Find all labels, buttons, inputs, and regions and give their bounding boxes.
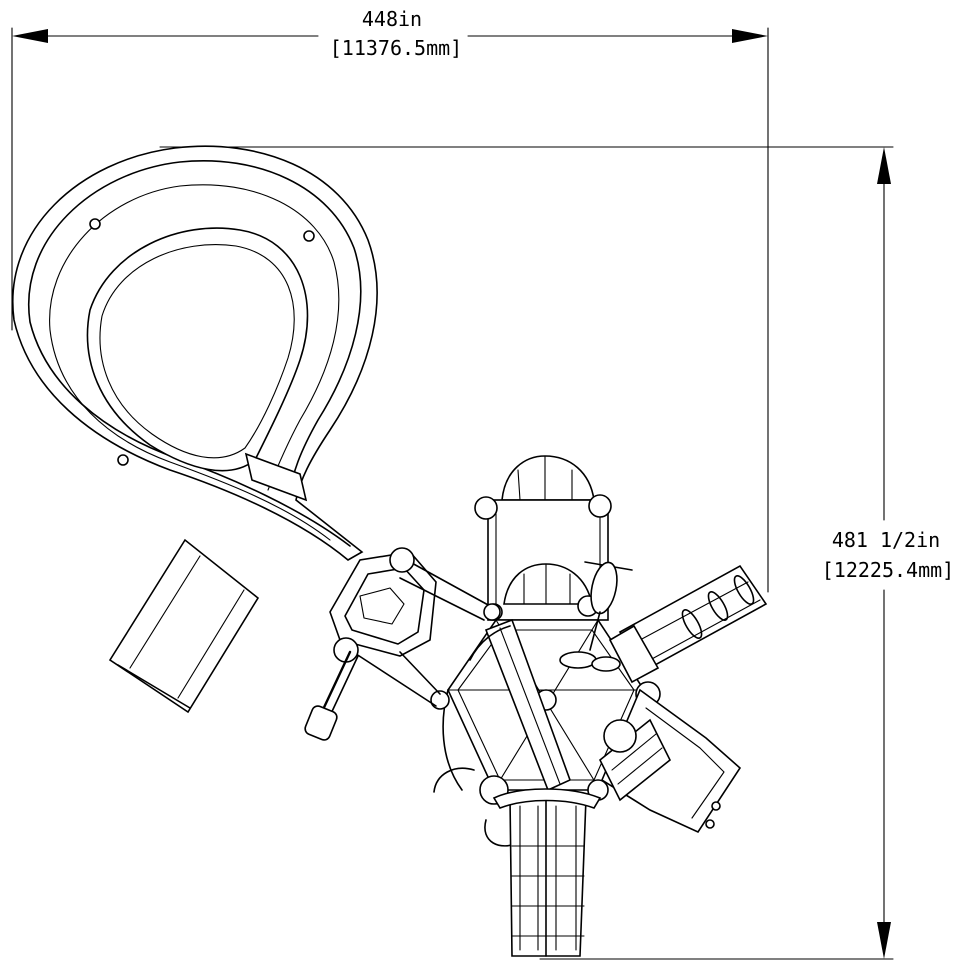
slide-entry-hood-inner	[344, 567, 425, 645]
bridge-rail	[409, 561, 491, 607]
slide-loop-inner	[86, 227, 309, 472]
width-arrow-left-icon	[12, 29, 48, 43]
steering-wheel-icon	[590, 561, 618, 615]
hood-slat	[611, 733, 657, 771]
tube-slide-hood	[608, 624, 660, 684]
height-metric-label: [12225.4mm]	[822, 558, 954, 582]
height-imperial-label: 481 1/2in	[832, 528, 940, 552]
slide-bolt-icon	[117, 454, 129, 466]
tower-post	[474, 496, 498, 520]
slide-bolt-icon	[705, 819, 715, 829]
double-slide-body	[509, 797, 587, 957]
slide-loop-crossing	[244, 452, 308, 502]
bridge-rail	[399, 651, 441, 695]
double-slide	[492, 788, 602, 957]
center-chute	[484, 618, 572, 792]
hood-slat	[617, 747, 663, 785]
slide-lower-run	[108, 538, 260, 714]
telescope-shaft-edge	[327, 655, 359, 721]
propeller-blade-icon	[591, 656, 621, 672]
climber-arc	[433, 767, 475, 793]
width-metric-label: [11376.5mm]	[330, 36, 462, 60]
bridge-rail	[399, 577, 485, 621]
wave-slide	[598, 688, 742, 834]
tube-slide-rail	[639, 581, 749, 641]
tube-slide	[608, 564, 768, 684]
center-chute-rail	[499, 627, 561, 785]
bridge-post	[389, 547, 415, 573]
slide-bolt-icon	[303, 230, 315, 242]
steering-shaft	[589, 611, 601, 651]
wave-slide-post	[603, 719, 637, 753]
telescope-lens-icon	[304, 705, 338, 741]
bridge-rail	[349, 649, 437, 707]
tube-ring	[707, 591, 729, 621]
tube-ring	[733, 575, 755, 605]
wave-slide-rail	[645, 707, 725, 819]
height-arrow-top-icon	[877, 147, 891, 184]
propeller-blade-icon	[559, 651, 597, 669]
roof-rib	[517, 469, 521, 501]
curved-panel	[469, 625, 511, 661]
width-arrow-right-icon	[732, 29, 768, 43]
double-slide-hood	[492, 788, 602, 809]
slide-entry-seat	[359, 587, 405, 625]
steering-wheel-assembly	[559, 561, 633, 672]
slide-exit-lip	[117, 664, 191, 709]
top-roof-canopy	[501, 455, 595, 501]
height-arrow-bottom-icon	[877, 922, 891, 959]
tube-ring	[681, 609, 703, 639]
connecting-bridge	[333, 547, 501, 707]
slide-lower-run-rail	[129, 555, 201, 669]
width-dimension: 448in [11376.5mm]	[11, 7, 769, 593]
height-dimension: 481 1/2in [12225.4mm]	[159, 146, 954, 960]
width-imperial-label: 448in	[362, 7, 422, 31]
bridge-post	[483, 603, 501, 621]
slide-lower-run-rail-2	[177, 589, 245, 699]
tube-slide-rail	[649, 599, 761, 661]
slide-bolt-icon	[711, 801, 721, 811]
tower-post	[430, 690, 450, 710]
telescope-shaft	[318, 650, 352, 718]
wave-slide-body	[600, 688, 742, 834]
tower-post	[588, 494, 612, 518]
slide-loop-channel	[49, 184, 340, 541]
loop-slide	[12, 145, 437, 714]
slide-bolt-icon	[89, 218, 101, 230]
slide-loop-inner-lip	[99, 244, 295, 459]
telescope-arm	[304, 650, 359, 741]
